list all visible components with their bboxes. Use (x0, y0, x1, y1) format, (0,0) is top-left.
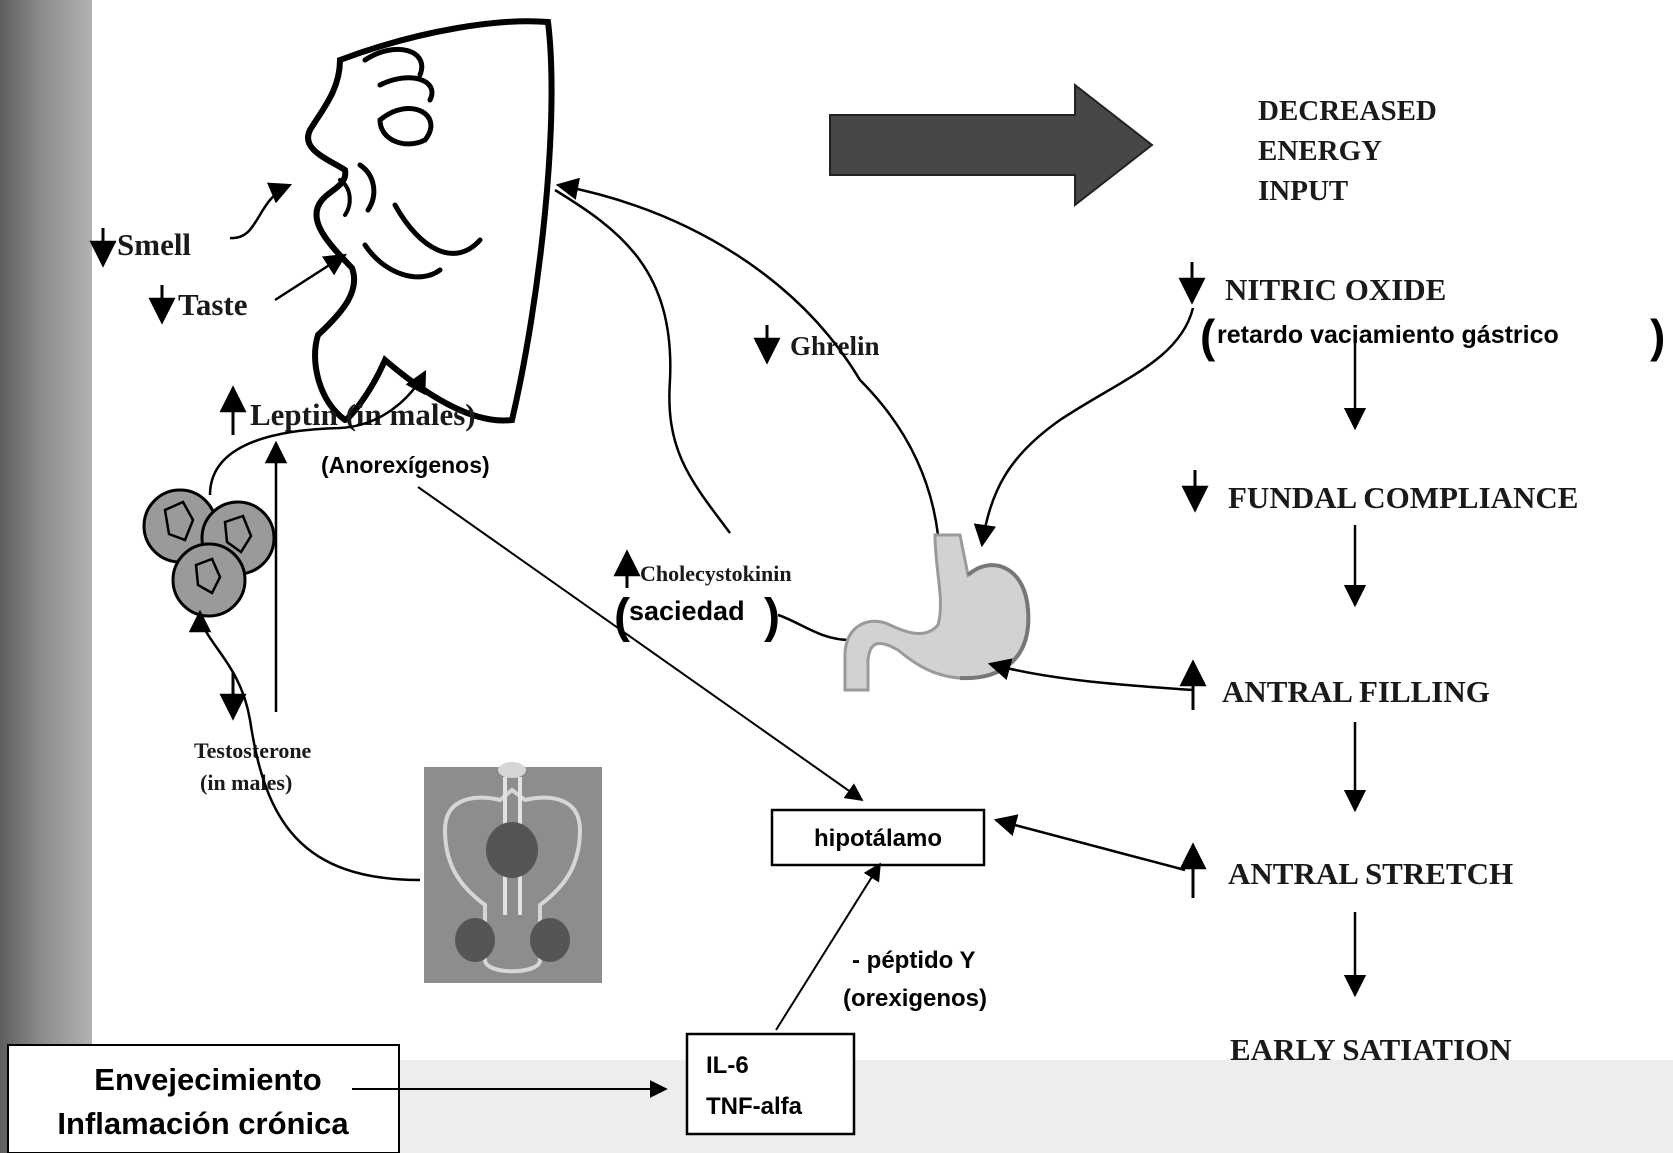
saciedad-close-paren: ) (764, 590, 780, 643)
saciedad-open-paren: ( (614, 590, 630, 643)
testes-icon (424, 762, 602, 983)
saciedad-label: saciedad (629, 596, 745, 626)
orexigenos-label: (orexigenos) (843, 985, 987, 1012)
il6-label: IL-6 (706, 1052, 749, 1079)
testosterone-label-line2: (in males) (200, 770, 292, 795)
outcome-line1: DECREASED (1258, 95, 1437, 127)
early-satiation-label: EARLY SATIATION (1230, 1032, 1512, 1067)
tnf-label: TNF-alfa (706, 1093, 803, 1120)
antral-filling-label: ANTRAL FILLING (1222, 674, 1490, 709)
envejecimiento-label: Envejecimiento (94, 1062, 321, 1097)
ghrelin-label: Ghrelin (790, 331, 880, 361)
taste-label: Taste (178, 287, 247, 322)
nitric-oxide-label: NITRIC OXIDE (1225, 272, 1446, 307)
nitric-note-close-paren: ) (1650, 310, 1665, 362)
anorexigenos-label: (Anorexígenos) (321, 452, 490, 478)
outcome-line2: ENERGY (1258, 135, 1382, 167)
outcome-line3: INPUT (1258, 175, 1348, 207)
smell-label: Smell (117, 227, 191, 262)
inflamacion-label: Inflamación crónica (57, 1106, 349, 1141)
fundal-compliance-label: FUNDAL COMPLIANCE (1228, 480, 1578, 515)
hipotalamo-label: hipotálamo (814, 825, 942, 852)
nitric-note-label: retardo vaciamiento gástrico (1217, 321, 1559, 349)
leptin-label: Leptin (in males) (250, 397, 476, 432)
peptido-y-label: - péptido Y (852, 947, 976, 974)
cholecystokinin-label: Cholecystokinin (640, 561, 792, 586)
nitric-note-open-paren: ( (1200, 310, 1216, 362)
antral-stretch-label: ANTRAL STRETCH (1228, 856, 1513, 891)
